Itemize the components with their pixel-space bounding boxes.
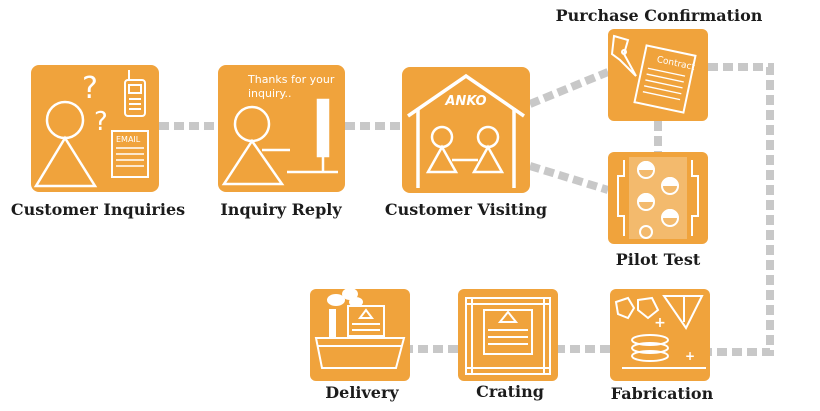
wooden-crate-icon bbox=[465, 297, 551, 375]
step-pilot-test bbox=[608, 152, 708, 244]
tile-pilot-test bbox=[608, 152, 708, 244]
fabrication-parts-icon bbox=[614, 295, 706, 369]
label-fabrication: Fabrication bbox=[610, 384, 714, 403]
computer-monitor-icon bbox=[287, 98, 338, 174]
tile-customer-visiting bbox=[402, 67, 530, 193]
reply-speech-line-2: inquiry.. bbox=[248, 87, 292, 100]
pilot-test-machine-icon bbox=[617, 157, 699, 239]
label-customer-inquiries: Customer Inquiries bbox=[10, 200, 186, 219]
label-delivery: Delivery bbox=[325, 383, 399, 402]
tile-purchase-confirmation bbox=[608, 29, 708, 121]
factory-house-icon bbox=[407, 73, 525, 188]
step-crating bbox=[458, 289, 558, 381]
two-people-icon bbox=[425, 125, 505, 174]
fountain-pen-icon bbox=[610, 34, 637, 77]
svg-text:EMAIL: EMAIL bbox=[116, 135, 141, 144]
connectors bbox=[159, 63, 774, 356]
step-delivery bbox=[310, 288, 410, 381]
anko-logo: ANKO bbox=[444, 94, 486, 109]
label-inquiry-reply: Inquiry Reply bbox=[220, 200, 342, 219]
label-customer-visiting: Customer Visiting bbox=[384, 200, 548, 219]
reply-speech-line-1: Thanks for your bbox=[247, 73, 335, 86]
plus-icon-small: + bbox=[685, 349, 695, 363]
connector-visiting-pilot bbox=[528, 162, 610, 194]
ship-icon bbox=[314, 288, 406, 369]
person-icon bbox=[33, 100, 98, 188]
label-purchase-confirmation: Purchase Confirmation bbox=[555, 6, 763, 25]
step-customer-visiting: ANKO bbox=[402, 67, 530, 193]
step-fabrication: + + bbox=[610, 289, 710, 381]
question-mark-icon-small: ? bbox=[94, 107, 108, 137]
email-document-icon: EMAIL bbox=[111, 130, 149, 178]
connector-visiting-purchase bbox=[528, 68, 610, 108]
label-pilot-test: Pilot Test bbox=[615, 250, 701, 269]
step-inquiry-reply: Thanks for your inquiry.. bbox=[218, 65, 345, 192]
label-crating: Crating bbox=[476, 382, 544, 401]
mobile-phone-icon bbox=[124, 70, 146, 117]
question-mark-icon: ? bbox=[82, 71, 98, 106]
plus-icon: + bbox=[654, 315, 666, 331]
step-customer-inquiries: ? ? EMAIL bbox=[31, 65, 159, 192]
step-purchase-confirmation: Contract bbox=[608, 29, 708, 121]
person-icon bbox=[221, 105, 290, 186]
tile-inquiry-reply bbox=[218, 65, 345, 192]
connector-purchase-fabrication bbox=[708, 63, 774, 356]
